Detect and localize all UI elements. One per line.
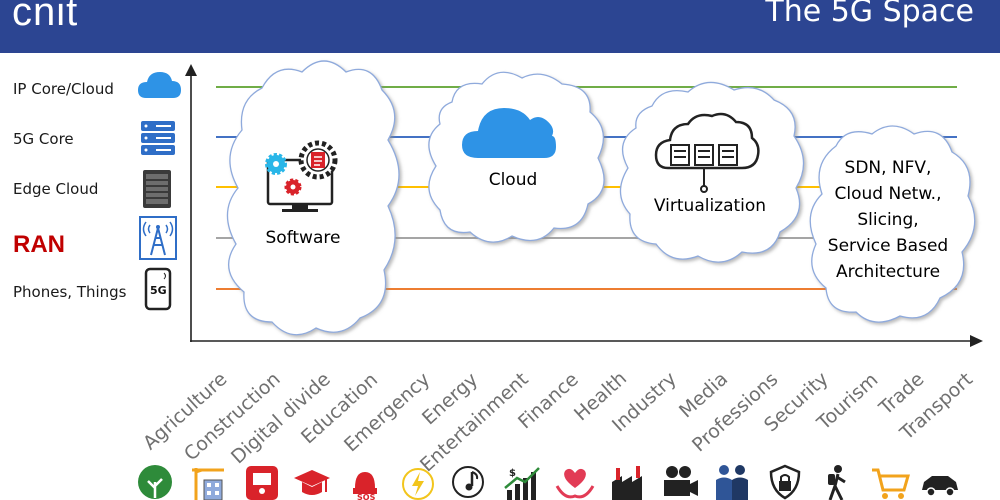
shopping-cart-icon [872,468,910,499]
layer-label-5g-core: 5G Core [13,130,74,148]
cloud-sdn [809,125,976,323]
graduation-cap-icon [294,470,330,495]
layer-label-ip-core: IP Core/Cloud [13,80,114,98]
svg-text:5G: 5G [150,284,167,297]
computer-user-icon [246,466,278,500]
cloud-label-sdn: SDN, NFV, Cloud Netw., Slicing, Service … [827,158,949,282]
5g-phone-icon: 5G [144,267,172,311]
layer-label-phones-things: Phones, Things [13,283,127,301]
svg-text:$: $ [509,468,516,479]
music-note-icon [452,466,484,498]
blue-cloud-icon [462,108,556,158]
layer-label-ran: RAN [13,231,65,258]
video-camera-icon [664,466,698,496]
crane-building-icon [192,468,224,500]
software-gears-icon [265,140,338,212]
tree-icon [138,465,172,499]
server-cloud-icon [654,112,760,193]
cloud-virtualization [619,81,805,263]
server-rack-icon [141,121,175,155]
shield-lock-icon [769,464,801,500]
x-axis-arrow [970,335,983,347]
svg-text:SOS: SOS [357,493,376,500]
growth-chart-icon: $ [504,467,540,500]
heart-hands-icon [555,468,595,499]
layer-label-edge-cloud: Edge Cloud [13,180,99,198]
lightning-icon [402,468,434,500]
hiker-icon [828,465,846,500]
cloud-label-cloud: Cloud [488,170,538,190]
page-title: The 5G Space [765,0,974,29]
cloud-icon [138,72,181,98]
cloud-label-virtualization: Virtualization [653,196,767,216]
cnit-logo: cnit [12,0,79,34]
car-icon [922,476,958,497]
cloud-label-software: Software [265,228,341,248]
sos-alarm-icon: SOS [353,472,377,500]
y-axis-arrow [185,64,197,76]
professionals-icon [716,465,748,500]
factory-icon [612,466,642,500]
server-cabinet-icon [143,170,171,208]
header-banner: cnit The 5G Space [0,0,1000,53]
antenna-tower-icon [139,216,177,260]
